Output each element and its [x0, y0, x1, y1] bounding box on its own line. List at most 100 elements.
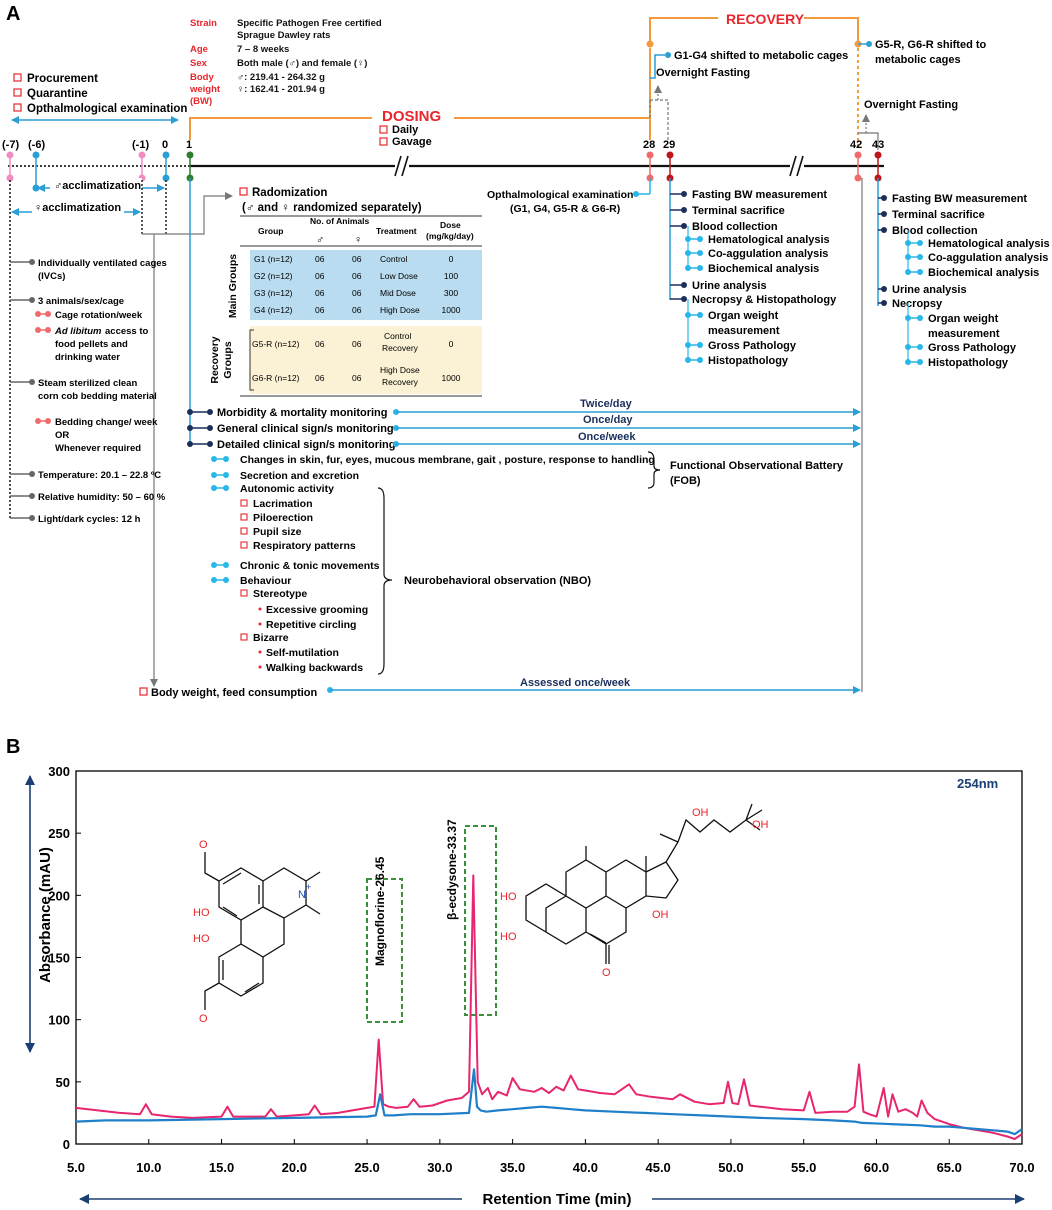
strain-key-4: Body: [190, 72, 214, 83]
dot-icon: [917, 315, 923, 321]
row4-treatment-2: Recovery: [382, 343, 419, 353]
row4-female: 06: [352, 339, 362, 349]
term42-item-2: Blood collection: [892, 225, 978, 237]
female-accl-label: ♀acclimatization: [34, 202, 121, 214]
x-tick-label: 10.0: [136, 1160, 161, 1175]
housing-3-rest: access to: [105, 326, 149, 337]
monitor-1-freq: Once/day: [583, 414, 633, 426]
term28-item-3: Hematological analysis: [708, 234, 830, 246]
strain-key-3: Sex: [190, 58, 208, 69]
term42-item-3: Hematological analysis: [928, 238, 1050, 250]
row2-group: G3 (n=12): [254, 288, 293, 298]
housing-4: food pellets and: [55, 339, 128, 350]
table-header-female: ♀: [354, 234, 362, 246]
term42-item-4: Co-aggulation analysis: [928, 252, 1048, 264]
x-tick-label: 60.0: [864, 1160, 889, 1175]
randomization-sub: (♂ and ♀ randomized separately): [242, 202, 422, 214]
panel-a-label: A: [6, 3, 20, 25]
dot-icon: [881, 227, 887, 233]
strain-val-5: ♀: 162.41 - 201.94 g: [237, 84, 325, 95]
x-tick-label: 50.0: [718, 1160, 743, 1175]
x-tick-label: 45.0: [645, 1160, 670, 1175]
ophth-28-line2: (G1, G4, G5-R & G6-R): [510, 203, 620, 215]
x-tick-label: 70.0: [1009, 1160, 1034, 1175]
row2-male: 06: [315, 288, 325, 298]
y-tick-label: 0: [63, 1137, 70, 1152]
row5-treatment: High Dose: [380, 365, 420, 375]
dot-icon: [681, 223, 687, 229]
mol1-n: N: [298, 889, 306, 901]
strain-val-0: Specific Pathogen Free certified: [237, 18, 382, 29]
dot-icon: [881, 286, 887, 292]
checkbox-icon: [379, 137, 388, 146]
y-tick-label: 100: [48, 1013, 70, 1028]
dot-icon: [681, 191, 687, 197]
recovery-groups-bg: [250, 326, 482, 394]
row3-male: 06: [315, 305, 325, 315]
bw-freq-label: Assessed once/week: [520, 677, 631, 689]
y-tick-label: 150: [48, 951, 70, 966]
housing-list: Individually ventilated cages (IVCs) 3 a…: [10, 258, 167, 525]
day-29: 29: [663, 139, 675, 151]
term28-item-5: Biochemical analysis: [708, 263, 819, 275]
fob-brace: [647, 451, 661, 489]
recovery-title: RECOVERY: [726, 11, 805, 27]
timeline-break-1: [394, 155, 409, 177]
monitoring: Morbidity & mortality monitoring Twice/d…: [187, 398, 861, 451]
term28-item-1: Terminal sacrifice: [692, 205, 785, 217]
row1-female: 06: [352, 271, 362, 281]
dot-icon: [881, 211, 887, 217]
strain-info: Strain Specific Pathogen Free certified …: [189, 18, 382, 107]
ecdysone-structure: [525, 803, 763, 964]
row0-female: 06: [352, 254, 362, 264]
autonomic-1: Piloerection: [253, 512, 313, 524]
row2-treatment: Mid Dose: [380, 288, 416, 298]
row5-dose: 1000: [442, 373, 461, 383]
fob-label-1: Functional Observational Battery: [670, 460, 844, 472]
table-header-treatment: Treatment: [376, 226, 417, 236]
x-axis-label: Retention Time (min): [483, 1191, 632, 1208]
dot-icon: [681, 296, 687, 302]
day-42: 42: [850, 139, 862, 151]
pre-step-1: Quarantine: [27, 88, 88, 100]
bizarre-0: Self-mutilation: [266, 647, 339, 659]
day-28: 28: [643, 139, 655, 151]
mol2-ho2: HO: [500, 931, 517, 943]
dot-icon: [697, 250, 703, 256]
mol2-ho1: HO: [500, 891, 517, 903]
recovery-title-bg: [718, 8, 804, 28]
dot-icon: [917, 359, 923, 365]
dot-icon: [697, 342, 703, 348]
day-0: 0: [162, 139, 168, 151]
term28-item-7: Necropsy & Histopathology: [692, 294, 837, 306]
strain-key-6: (BW): [190, 96, 212, 107]
overnight-fasting-28: Overnight Fasting: [656, 67, 750, 79]
housing-0b: (IVCs): [38, 271, 65, 282]
term28-item-2: Blood collection: [692, 221, 778, 233]
x-tick-label: 40.0: [573, 1160, 598, 1175]
day-minus-1: (-1): [132, 139, 149, 151]
row1-treatment: Low Dose: [380, 271, 418, 281]
mol2-oh1: OH: [692, 807, 709, 819]
mol1-o-top: O: [199, 839, 208, 851]
term28-item-4: Co-aggulation analysis: [708, 248, 828, 260]
day-minus-6: (-6): [28, 139, 45, 151]
x-tick-label: 25.0: [354, 1160, 379, 1175]
pre-step-0: Procurement: [27, 73, 98, 85]
fob-item-2: Autonomic activity: [240, 483, 334, 495]
bw-feed-label: Body weight, feed consumption: [151, 687, 318, 699]
term42-item-9: measurement: [928, 328, 1000, 340]
recovery-label-1: Recovery: [209, 336, 221, 383]
checkbox-icon: [13, 103, 22, 112]
checkbox-icon: [13, 88, 22, 97]
housing-1: 3 animals/sex/cage: [38, 296, 124, 307]
wavelength-label: 254nm: [957, 776, 998, 791]
pre-step-2: Opthalmological examination: [27, 103, 187, 115]
term28-item-0: Fasting BW measurement: [692, 189, 827, 201]
row0-group: G1 (n=12): [254, 254, 293, 264]
dot-icon: [681, 207, 687, 213]
monitor-0-freq: Twice/day: [580, 398, 633, 410]
